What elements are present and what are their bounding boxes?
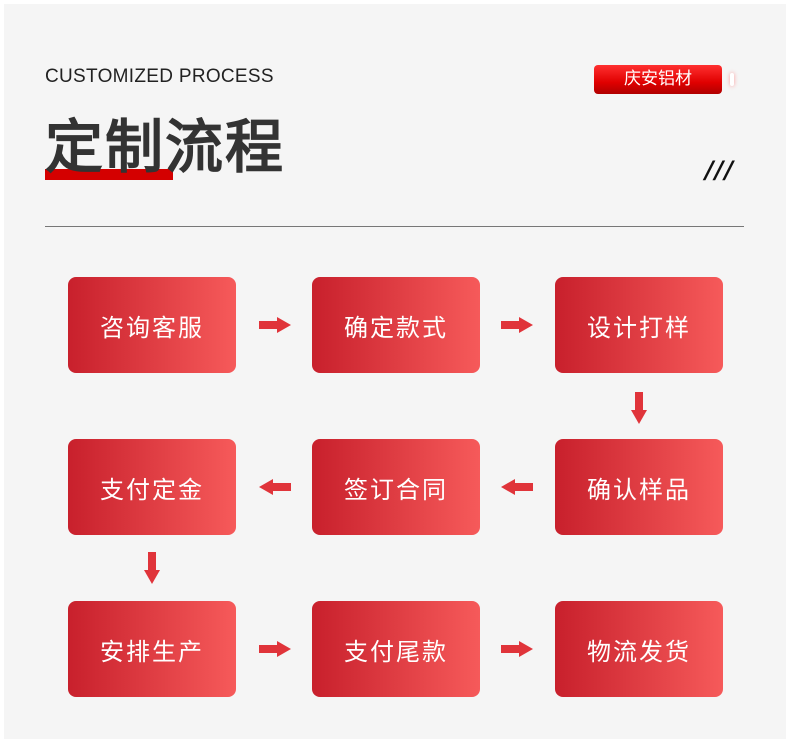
arrow-down-icon <box>631 392 647 424</box>
arrow-down-icon <box>144 552 160 584</box>
title-underline <box>45 169 173 180</box>
step-5: 签订合同 <box>312 439 480 535</box>
arrow-left-icon <box>259 479 291 495</box>
arrow-left-icon <box>501 479 533 495</box>
step-9: 物流发货 <box>555 601 723 697</box>
arrow-right-icon <box>501 317 533 333</box>
step-2: 确定款式 <box>312 277 480 373</box>
step-4: 确认样品 <box>555 439 723 535</box>
arrow-right-icon <box>501 641 533 657</box>
title-part1: 定制 <box>45 113 166 181</box>
brand-badge: 庆安铝材 <box>594 65 744 94</box>
slashes-decoration: /// <box>705 156 735 184</box>
step-8: 支付尾款 <box>312 601 480 697</box>
badge-light <box>730 73 734 86</box>
step-1: 咨询客服 <box>68 277 236 373</box>
divider <box>45 226 744 227</box>
brand-badge-label: 庆安铝材 <box>594 65 722 94</box>
step-7: 安排生产 <box>68 601 236 697</box>
title-part2: 流程 <box>165 113 286 181</box>
arrow-right-icon <box>259 317 291 333</box>
step-3: 设计打样 <box>555 277 723 373</box>
step-6: 支付定金 <box>68 439 236 535</box>
subtitle: CUSTOMIZED PROCESS <box>45 66 274 87</box>
page-title: 定制流程 <box>45 112 285 182</box>
arrow-right-icon <box>259 641 291 657</box>
